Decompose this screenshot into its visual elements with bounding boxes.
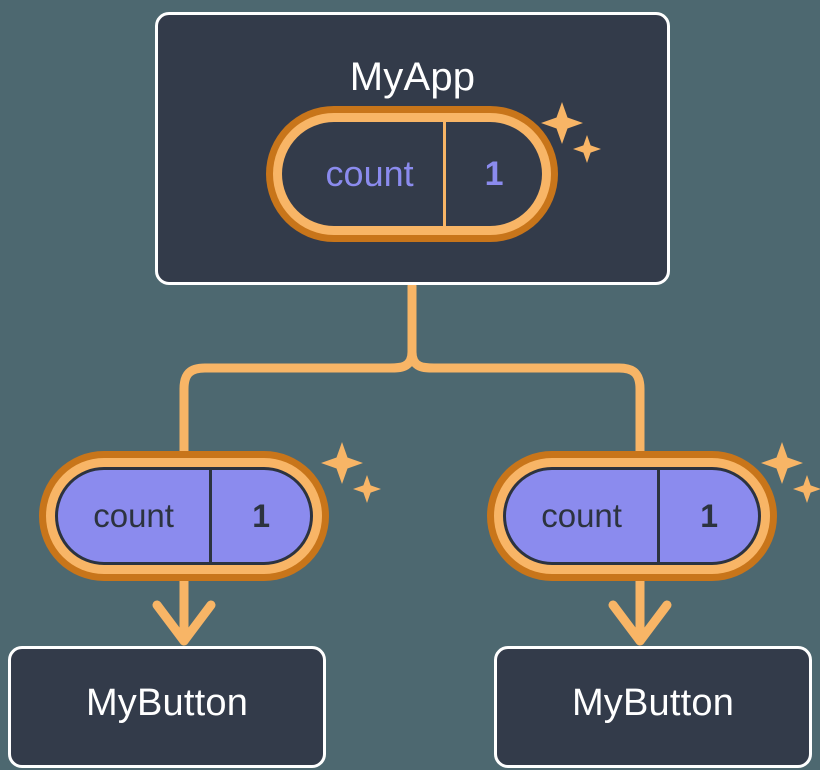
state-value-label: 1	[443, 122, 542, 226]
state-key-label: count	[93, 497, 174, 534]
state-value-label: 1	[209, 470, 310, 562]
state-pill-body: count 1	[282, 122, 542, 226]
state-key-label: count	[541, 497, 622, 534]
state-pill-ring-outer: count 1	[487, 451, 777, 581]
state-value-label: 1	[657, 470, 758, 562]
state-pill-ring-outer: count 1	[266, 106, 558, 242]
state-pill-child-left[interactable]: count 1	[39, 451, 329, 581]
component-card-mybutton-right[interactable]: MyButton	[494, 646, 812, 768]
state-pill-ring-outer: count 1	[39, 451, 329, 581]
state-pill-body: count 1	[503, 467, 761, 565]
state-pill-ring-inner: count 1	[46, 458, 322, 574]
component-card-mybutton-left[interactable]: MyButton	[8, 646, 326, 768]
component-title-mybutton-right: MyButton	[571, 682, 735, 724]
component-title-mybutton-left: MyButton	[85, 682, 249, 724]
state-pill-child-right[interactable]: count 1	[487, 451, 777, 581]
arrow-head-right	[608, 600, 672, 646]
state-pill-ring-inner: count 1	[273, 113, 551, 235]
arrow-head-left	[152, 600, 216, 646]
state-pill-body: count 1	[55, 467, 313, 565]
state-key-label: count	[325, 153, 414, 194]
state-pill-myapp[interactable]: count 1	[266, 106, 558, 242]
sparkle-four-point-small-icon	[793, 475, 820, 503]
state-pill-ring-inner: count 1	[494, 458, 770, 574]
sparkle-four-point-small-icon	[353, 475, 381, 503]
component-title-myapp: MyApp	[349, 55, 476, 99]
connector-tree-path	[179, 281, 645, 475]
